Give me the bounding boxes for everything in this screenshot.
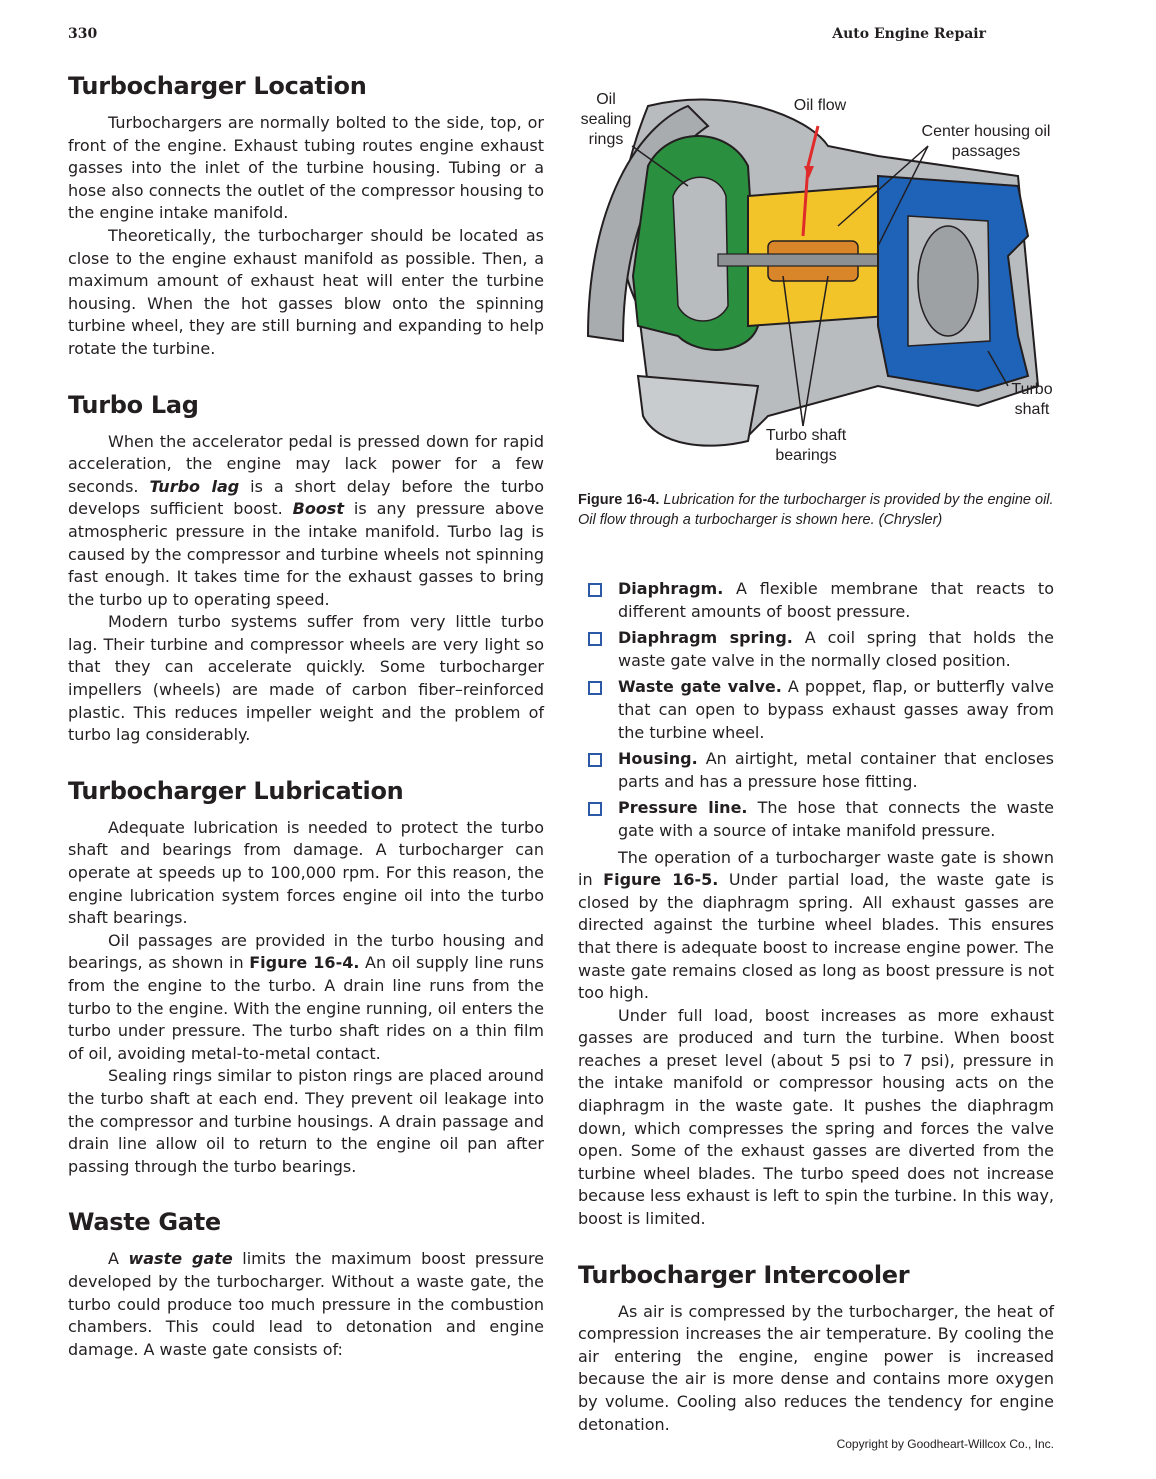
paragraph: As air is compressed by the turbocharger… (578, 1301, 1054, 1434)
paragraph: Under full load, boost increases as more… (578, 1005, 1054, 1229)
list-item: Pressure line. The hose that connects th… (578, 797, 1054, 842)
heading-turbocharger-intercooler: Turbocharger Intercooler (578, 1260, 910, 1289)
callout-turbo-shaft: Turbo shaft (1011, 381, 1053, 418)
checkbox-bullet-icon (588, 802, 602, 817)
paragraph: The operation of a turbocharger waste ga… (578, 847, 1054, 1003)
callout-center-housing: Center housing oil passages (921, 123, 1051, 160)
paragraph: Modern turbo systems suffer from very li… (68, 612, 544, 745)
checkbox-bullet-icon (588, 583, 602, 597)
list-item: Waste gate valve. A poppet, flap, or but… (578, 676, 1054, 744)
page-number: 330 (68, 26, 98, 42)
figure-reference: Figure 16-4. (249, 953, 360, 973)
list-item: Diaphragm spring. A coil spring that hol… (578, 627, 1054, 672)
figure-reference: Figure 16-5. (603, 870, 719, 890)
list-item: Diaphragm. A flexible membrane that reac… (578, 578, 1054, 623)
turbocharger-illustration (586, 98, 1040, 447)
figure-caption: Figure 16-4. Lubrication for the turboch… (578, 490, 1054, 530)
checkbox-bullet-icon (588, 632, 602, 647)
left-column: Turbocharger Location Turbochargers are … (68, 72, 544, 1361)
callout-oil-flow: Oil flow (793, 97, 847, 114)
checkbox-bullet-icon (588, 753, 602, 768)
heading-turbocharger-lubrication: Turbocharger Lubrication (68, 776, 404, 805)
heading-waste-gate: Waste Gate (68, 1208, 221, 1237)
term-boost: Boost (292, 499, 344, 519)
running-head: 330 Auto Engine Repair (68, 26, 986, 48)
heading-turbo-lag: Turbo Lag (68, 390, 199, 419)
checkbox-bullet-icon (588, 681, 602, 696)
waste-gate-parts-list: Diaphragm. A flexible membrane that reac… (578, 578, 1054, 843)
copyright-notice: Copyright by Goodheart-Willcox Co., Inc. (836, 1437, 1054, 1451)
callout-oil-sealing-rings: Oil sealing rings (580, 91, 632, 148)
list-item: Housing. An airtight, metal container th… (578, 748, 1054, 793)
term-waste-gate: waste gate (128, 1249, 233, 1269)
caption-text: Lubrication for the turbocharger is prov… (578, 492, 1054, 528)
caption-label: Figure 16-4. (578, 492, 660, 508)
paragraph: Theoretically, the turbocharger should b… (68, 225, 544, 358)
paragraph: Oil passages are provided in the turbo h… (68, 930, 545, 1063)
right-column: Oil sealing rings Oil flow Center housin… (578, 86, 1054, 1436)
term-turbo-lag: Turbo lag (149, 476, 240, 496)
paragraph: Turbochargers are normally bolted to the… (68, 113, 544, 223)
paragraph: Sealing rings similar to piston rings ar… (68, 1066, 544, 1176)
paragraph: A waste gate limits the maximum boost pr… (68, 1249, 545, 1359)
book-title: Auto Engine Repair (832, 26, 986, 42)
figure-16-4: Oil sealing rings Oil flow Center housin… (578, 86, 1058, 476)
paragraph: Adequate lubrication is needed to protec… (68, 817, 544, 928)
heading-turbocharger-location: Turbocharger Location (68, 72, 367, 100)
callout-turbo-shaft-bearings: Turbo shaft bearings (765, 427, 847, 464)
paragraph: When the accelerator pedal is pressed do… (68, 431, 545, 609)
